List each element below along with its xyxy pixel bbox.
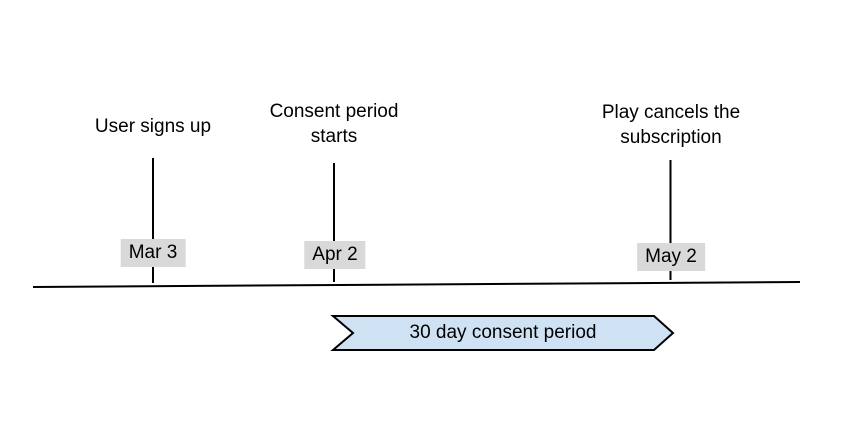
date-label-apr-2: Apr 2 — [304, 241, 366, 269]
consent-period-arrow — [330, 315, 675, 351]
date-label-may-2: May 2 — [637, 243, 705, 271]
consent-period-banner-label: 30 day consent period — [409, 322, 597, 343]
event-label-consent-start: Consent period starts — [269, 101, 399, 147]
date-label-mar-3: Mar 3 — [120, 239, 186, 267]
timeline-axis-line — [32, 281, 801, 288]
event-label-cancel: Play cancels the subscription — [601, 102, 741, 148]
event-label-signup: User signs up — [94, 116, 212, 137]
